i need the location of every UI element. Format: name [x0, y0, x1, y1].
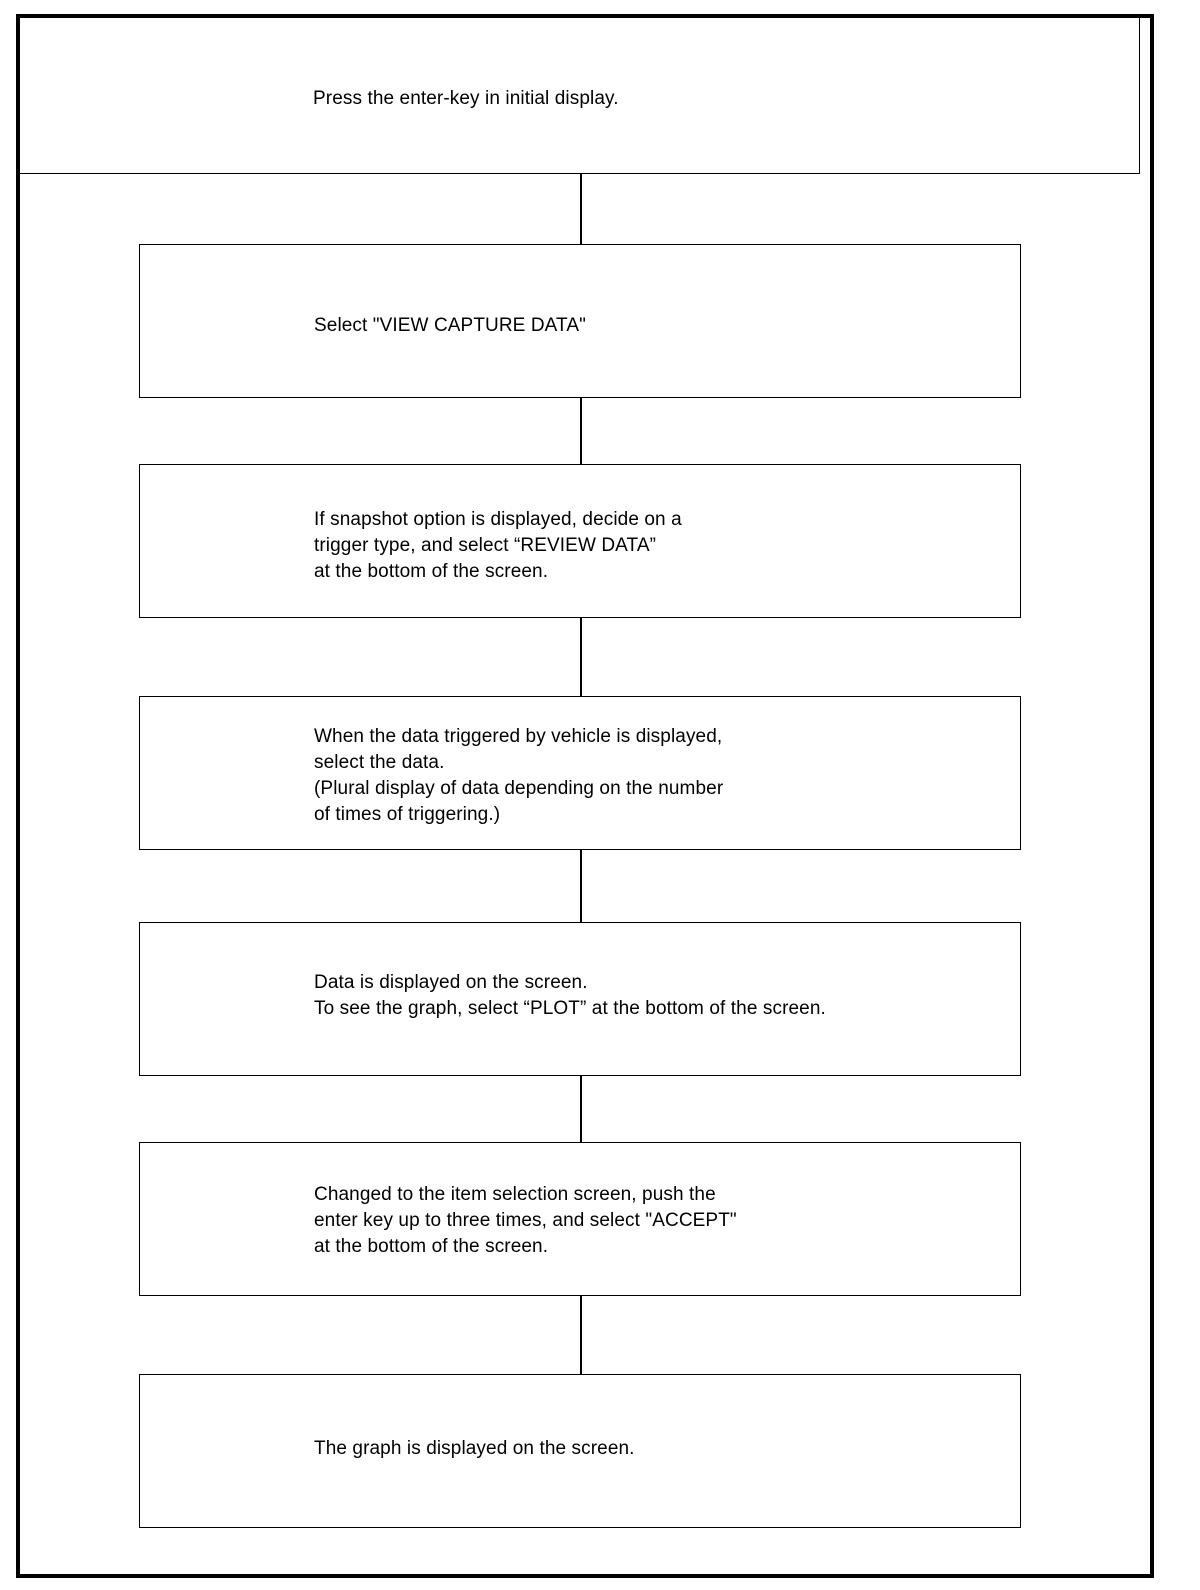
connector-2-3 — [580, 398, 582, 464]
flow-step-5-text: Data is displayed on the screen. To see … — [314, 972, 826, 1019]
flow-step-4: When the data triggered by vehicle is di… — [139, 696, 1021, 850]
connector-1-2 — [580, 174, 582, 244]
flow-step-7-text: The graph is displayed on the screen. — [314, 1438, 635, 1459]
flow-step-3: If snapshot option is displayed, decide … — [139, 464, 1021, 618]
flow-step-2: Select "VIEW CAPTURE DATA" — [139, 244, 1021, 398]
connector-4-5 — [580, 850, 582, 922]
connector-3-4 — [580, 618, 582, 696]
connector-5-6 — [580, 1076, 582, 1142]
flow-step-6-text: Changed to the item selection screen, pu… — [314, 1184, 737, 1257]
flow-step-3-text: If snapshot option is displayed, decide … — [314, 509, 682, 582]
flow-step-4-text: When the data triggered by vehicle is di… — [314, 726, 724, 825]
outer-frame — [16, 14, 1154, 1578]
flow-step-6: Changed to the item selection screen, pu… — [139, 1142, 1021, 1296]
flow-step-2-text: Select "VIEW CAPTURE DATA" — [314, 315, 586, 336]
flow-step-1-text: Press the enter-key in initial display. — [313, 88, 619, 109]
flow-step-1: Press the enter-key in initial display. — [20, 18, 1140, 174]
flow-step-7: The graph is displayed on the screen. — [139, 1374, 1021, 1528]
connector-6-7 — [580, 1296, 582, 1374]
flow-step-5: Data is displayed on the screen. To see … — [139, 922, 1021, 1076]
